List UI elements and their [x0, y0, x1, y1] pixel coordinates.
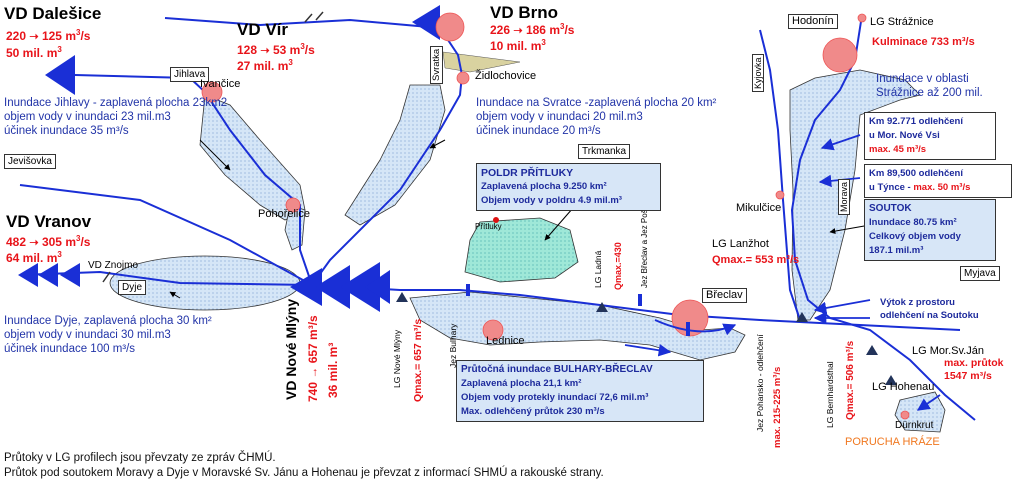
- reservoir-markers: [201, 12, 910, 420]
- label-lednice: Lednice: [486, 335, 525, 347]
- dam-vir-volume: 27 mil. m3: [237, 58, 293, 73]
- label-myjava: Myjava: [960, 266, 1000, 281]
- gauge-markers: [396, 292, 897, 385]
- footer-note-1: Průtoky v LG profilech jsou převzaty ze …: [4, 452, 276, 464]
- info-poldr-pritluky: POLDR PŘÍTLUKY Zaplavená plocha 9.250 km…: [476, 163, 661, 211]
- label-max-pohansko: max. 215-225 m³/s: [772, 366, 783, 448]
- label-pohorelice: Pohořelice: [258, 208, 310, 220]
- label-lg-straznice: LG Strážnice: [870, 16, 934, 28]
- label-ivancice: Ivančice: [200, 78, 241, 90]
- info-km92: Km 92.771 odlehčení u Mor. Nové Vsi max.…: [864, 112, 996, 160]
- dam-brno-name: VD Brno: [490, 3, 558, 22]
- label-lg-lanzhot: LG Lanžhot: [712, 238, 769, 250]
- info-km89: Km 89,500 odlehčení u Týnce - max. 50 m³…: [864, 164, 1012, 198]
- dam-nove-mlyny-name: VD Nové Mlýny: [283, 298, 299, 400]
- dam-vranov-flow: 482 ➝ 305 m3/s: [6, 234, 91, 249]
- label-jez-pohansko: Jez Pohansko - odlehčení: [755, 334, 765, 432]
- label-lg-bernhardsthal: LG Bernhardsthal: [825, 361, 835, 428]
- label-pritluky: Přítluky: [475, 222, 502, 231]
- dam-dalesice-flow: 220 ➝ 125 m3/s: [6, 28, 91, 43]
- label-morava: Morava: [838, 178, 850, 215]
- label-jihlava: Jihlava: [170, 67, 210, 82]
- footer-note-2: Průtok pod soutokem Moravy a Dyje v Mora…: [4, 467, 604, 479]
- info-bulhary-breclav: Průtočná inundace BULHARY-BŘECLAV Zaplav…: [456, 360, 704, 422]
- dam-vir-name: VD Vír: [237, 20, 289, 39]
- inundation-straznice-text: Inundace v oblasti Strážnice až 200 mil.: [876, 73, 983, 99]
- label-breclav: Břeclav: [702, 288, 747, 303]
- dam-brno-flow: 226 ➝ 186 m3/s: [490, 22, 575, 37]
- dam-dalesice-name: VD Dalešice: [4, 4, 102, 23]
- dam-dalesice-volume: 50 mil. m3: [6, 45, 62, 60]
- label-lg-nove-mlyny: LG Nové Mlýny: [392, 329, 402, 388]
- dam-vir-flow: 128 ➝ 53 m3/s: [237, 42, 315, 57]
- label-mikulcice: Mikulčice: [736, 202, 782, 214]
- label-jevisovka: Jevišovka: [4, 154, 56, 169]
- label-lg-ladna: LG Ladná: [593, 250, 603, 288]
- inundation-hohenau-area: [894, 391, 946, 433]
- weir-markers: [102, 11, 324, 283]
- label-kyjovka: Kyjovka: [752, 54, 764, 92]
- label-max-prutok: max. průtok 1547 m³/s: [944, 357, 1004, 382]
- river-lines: [19, 14, 976, 421]
- dam-vranov-name: VD Vranov: [6, 212, 92, 231]
- label-vytok: Výtok z prostoru odlehčení na Soutoku: [880, 297, 979, 321]
- label-kulminace: Kulminace 733 m³/s: [872, 36, 975, 48]
- dam-nove-mlyny-volume: 36 mil. m³: [326, 342, 340, 398]
- pritluky-dot: [493, 217, 499, 223]
- inundation-svratka-area: [344, 84, 446, 226]
- label-qmax-bernhardsthal: Qmax.= 506 m³/s: [845, 340, 856, 420]
- label-qmax-lanzhot: Qmax.= 553 m³/s: [712, 254, 800, 266]
- dam-brno-volume: 10 mil. m3: [490, 38, 546, 53]
- label-dyje: Dyje: [118, 280, 147, 295]
- dam-nove-mlyny-flow: 740 → 657 m³/s: [306, 315, 320, 402]
- label-zidlochovice: Židlochovice: [475, 70, 537, 82]
- label-hodonin: Hodonín: [788, 14, 838, 29]
- label-qmax-nove-mlyny: Qmax.= 657 m³/s: [412, 318, 424, 402]
- inundation-dyje-text: Inundace Dyje, zaplavená plocha 30 km² o…: [4, 315, 212, 355]
- info-soutok: SOUTOK Inundace 80.75 km² Celkový objem …: [864, 199, 996, 261]
- label-lg-mor-sv-jan: LG Mor.Sv.Ján: [912, 345, 984, 357]
- label-qmax-ladna: Qmax.=430: [613, 242, 623, 290]
- flow-arrowheads: [18, 5, 440, 312]
- label-trkmanka: Trkmanka: [578, 144, 631, 159]
- label-lg-hohenau: LG Hohenau: [872, 381, 935, 393]
- zidlochovice-area: [442, 51, 521, 73]
- inundation-svratka-text: Inundace na Svratce -zaplavená plocha 20…: [476, 97, 717, 137]
- label-znojmo: VD Znojmo: [88, 260, 139, 271]
- label-durnkrut: Dürnkrut: [895, 420, 934, 431]
- dam-vranov-volume: 64 mil. m3: [6, 250, 62, 265]
- label-svratka: Svratka: [430, 45, 443, 84]
- inundation-jihlava-text: Inundace Jihlavy - zaplavená plocha 23km…: [4, 97, 228, 137]
- label-porucha-hraze: PORUCHA HRÁZE: [845, 436, 940, 448]
